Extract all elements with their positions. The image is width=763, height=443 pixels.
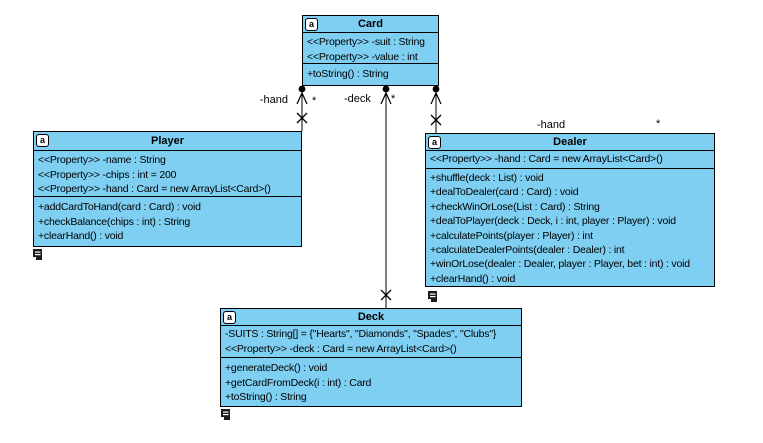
- navigability-arrow-icon: [380, 91, 392, 105]
- document-icon[interactable]: [221, 409, 230, 420]
- attributes-compartment: <<Property>> -suit : String <<Property>> …: [303, 33, 438, 63]
- association-role-label[interactable]: -hand: [259, 94, 288, 106]
- class-name: Dealer: [553, 136, 587, 148]
- class-header: a Deck: [221, 309, 521, 326]
- member-text: <<Property>> -value : int: [307, 50, 418, 63]
- non-navigable-x-icon: [430, 114, 442, 126]
- class-a-icon: a: [428, 136, 441, 149]
- class-deck[interactable]: a Deck -SUITS : String[] = {"Hearts", "D…: [220, 308, 522, 407]
- association-line-deck-card[interactable]: [380, 85, 392, 308]
- attributes-compartment: <<Property>> -name : String <<Property>> …: [34, 151, 301, 196]
- member-text: +addCardToHand(card : Card) : void: [38, 201, 201, 213]
- member-text: <<Property>> -name : String: [38, 154, 166, 166]
- class-a-icon: a: [223, 311, 236, 324]
- operations-compartment: +generateDeck() : void +getCardFromDeck(i…: [221, 357, 521, 406]
- class-header: a Card: [303, 16, 438, 33]
- member-text: +shuffle(deck : List) : void: [430, 172, 544, 184]
- member-text: +calculatePoints(player : Player) : int: [430, 229, 593, 242]
- association-multiplicity-label[interactable]: *: [312, 95, 317, 107]
- association-line-dealer-card[interactable]: [430, 85, 442, 133]
- non-navigable-x-icon: [380, 289, 392, 301]
- member-text: -SUITS : String[] = {"Hearts", "Diamonds…: [225, 328, 497, 340]
- member-text: +checkBalance(chips : int) : String: [38, 215, 191, 228]
- class-a-icon: a: [36, 134, 49, 147]
- operations-compartment: +shuffle(deck : List) : void +dealToDeale…: [426, 168, 714, 286]
- operations-compartment: +addCardToHand(card : Card) : void +check…: [34, 196, 301, 246]
- class-player[interactable]: a Player <<Property>> -name : String<<Pr…: [33, 131, 302, 247]
- association-multiplicity-label[interactable]: *: [391, 93, 396, 105]
- member-text: +checkWinOrLose(List : Card) : String: [430, 200, 600, 213]
- member-text: +toString() : String: [307, 68, 389, 80]
- member-text: <<Property>> -deck : Card = new ArrayLis…: [225, 342, 457, 355]
- association-role-label[interactable]: -hand: [537, 119, 566, 131]
- association-multiplicity-label[interactable]: *: [656, 118, 661, 130]
- ownership-dot: [432, 85, 440, 93]
- operations-compartment: +toString() : String: [303, 63, 438, 85]
- class-dealer[interactable]: a Dealer <<Property>> -hand : Card = new…: [425, 133, 715, 287]
- class-name: Deck: [357, 311, 385, 323]
- association-role-label[interactable]: -deck: [344, 93, 371, 105]
- member-text: <<Property>> -chips : int = 200: [38, 168, 177, 181]
- member-text: <<Property>> -hand : Card = new ArrayLis…: [430, 153, 663, 165]
- class-card[interactable]: a Card <<Property>> -suit : String<<Prop…: [302, 15, 439, 86]
- class-a-icon: a: [305, 18, 318, 31]
- document-icon[interactable]: [33, 249, 42, 260]
- non-navigable-x-icon: [296, 112, 308, 124]
- member-text: <<Property>> -suit : String: [307, 36, 425, 48]
- member-text: +getCardFromDeck(i : int) : Card: [225, 376, 372, 389]
- class-name: Card: [357, 18, 384, 30]
- member-text: +winOrLose(dealer : Dealer, player : Pla…: [430, 258, 690, 271]
- member-text: +clearHand() : void: [430, 272, 516, 285]
- class-header: a Player: [34, 132, 301, 151]
- member-text: +generateDeck() : void: [225, 362, 328, 374]
- association-line-player-card[interactable]: [296, 85, 308, 131]
- navigability-arrow-icon: [296, 91, 308, 105]
- member-text: <<Property>> -hand : Card = new ArrayLis…: [38, 183, 271, 195]
- class-name: Player: [150, 135, 185, 147]
- ownership-dot: [298, 85, 306, 93]
- member-text: +dealToDealer(card : Card) : void: [430, 186, 579, 199]
- navigability-arrow-icon: [430, 91, 442, 105]
- document-icon[interactable]: [428, 291, 437, 302]
- ownership-dot: [382, 85, 390, 93]
- attributes-compartment: <<Property>> -hand : Card = new ArrayLis…: [426, 151, 714, 168]
- member-text: +dealToPlayer(deck : Deck, i : int, play…: [430, 215, 676, 228]
- attributes-compartment: -SUITS : String[] = {"Hearts", "Diamonds…: [221, 326, 521, 357]
- class-header: a Dealer: [426, 134, 714, 151]
- member-text: +calculateDealerPoints(dealer : Dealer) …: [430, 244, 625, 257]
- member-text: +clearHand() : void: [38, 230, 124, 242]
- member-text: +toString() : String: [225, 391, 307, 403]
